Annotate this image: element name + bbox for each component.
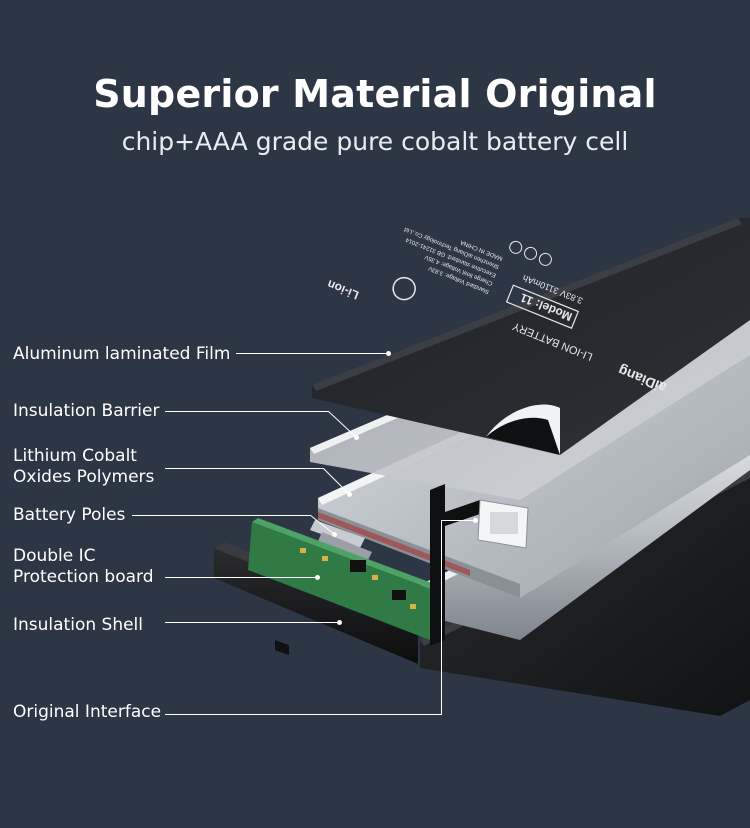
callout-battery-poles: Battery Poles: [13, 505, 126, 525]
aluminum-laminated-film-sheet: [312, 218, 750, 455]
leader-line-original-interface-a: [165, 714, 441, 715]
callout-double-ic-line2: Protection board: [13, 567, 154, 587]
leader-dot-insulation-barrier: [354, 435, 359, 440]
callout-insulation-barrier: Insulation Barrier: [13, 401, 160, 421]
recycle-icon: [392, 276, 416, 301]
leader-line-insulation-barrier-a: [165, 411, 328, 412]
callout-insulation-shell: Insulation Shell: [13, 615, 143, 635]
leader-line-insulation-barrier-b: [328, 411, 357, 438]
cert-icon-1: [538, 252, 552, 266]
callout-original-interface: Original Interface: [13, 702, 162, 722]
leader-line-insulation-shell: [165, 622, 339, 623]
leader-dot-double-ic: [315, 575, 320, 580]
cert-icon-2: [524, 246, 538, 260]
leader-dot-insulation-shell: [337, 620, 342, 625]
leader-line-lithium-cobalt-b: [323, 468, 350, 495]
label-line3: Executive standard: GB 31241-2014: [405, 236, 498, 278]
callout-aluminum-laminated-film: Aluminum laminated Film: [13, 344, 231, 364]
leader-dot-aluminum-laminated-film: [386, 351, 391, 356]
leader-line-aluminum-laminated-film: [236, 353, 388, 354]
callout-double-ic-line1: Double IC: [13, 546, 96, 566]
callout-lithium-cobalt-line1: Lithium Cobalt: [13, 446, 137, 466]
leader-dot-lithium-cobalt: [347, 492, 352, 497]
page-title: Superior Material Original: [93, 72, 657, 116]
battery-poles-tabs: [310, 520, 372, 560]
leader-dot-original-interface: [473, 518, 478, 523]
page-subtitle: chip+AAA grade pure cobalt battery cell: [121, 127, 629, 156]
leader-line-double-ic: [165, 577, 317, 578]
leader-line-original-interface-c: [441, 520, 475, 521]
battery-label-print: aiDiang LI-ION BATTERY Model: 11 3.83V 3…: [325, 226, 668, 397]
leader-line-battery-poles-a: [132, 515, 310, 516]
leader-dot-battery-poles: [332, 532, 337, 537]
leader-line-lithium-cobalt-a: [165, 468, 323, 469]
leader-line-original-interface-b: [441, 520, 442, 715]
label-edge-text: Li-ion: [325, 277, 361, 302]
protection-board-pcb: [248, 518, 440, 656]
leader-line-battery-poles-b: [310, 515, 335, 535]
cert-icon-3: [509, 240, 523, 254]
callout-lithium-cobalt-line2: Oxides Polymers: [13, 467, 155, 487]
